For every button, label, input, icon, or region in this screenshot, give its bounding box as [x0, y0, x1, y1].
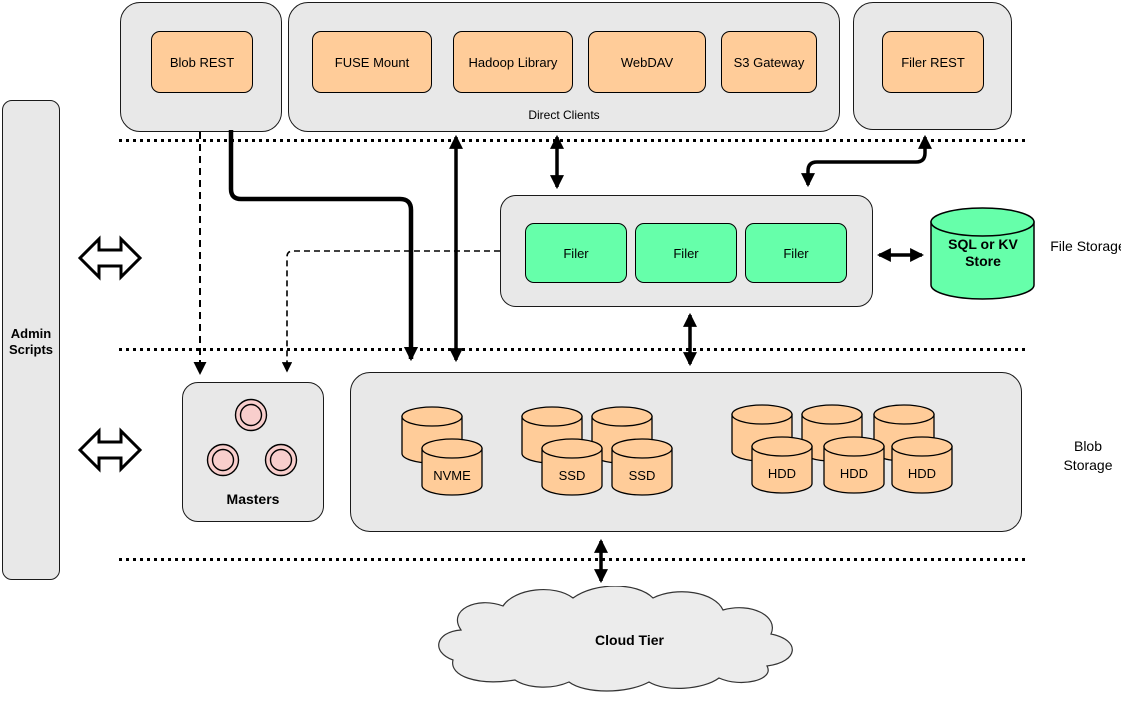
ssd-label: SSD	[558, 468, 586, 483]
hdd-label: HDD	[839, 466, 869, 481]
admin-scripts-label: Admin Scripts	[8, 326, 54, 357]
file-storage-annotation: File Storage	[1050, 238, 1121, 254]
filer-label: Filer	[783, 245, 809, 261]
filer-cluster-group: Filer Filer Filer	[500, 195, 873, 307]
separator-clients-file-storage	[119, 139, 1028, 142]
connector-filer-masters-dashed	[281, 250, 500, 373]
filer-rest-node: Filer REST	[882, 31, 984, 93]
hadoop-library-label: Hadoop Library	[468, 54, 558, 70]
filer-rest-group: Filer REST	[853, 2, 1012, 130]
cloud-icon	[438, 585, 793, 692]
filer-label: Filer	[673, 245, 699, 261]
connector-blobrest-blobstorage	[228, 130, 419, 362]
nvme-label: NVME	[433, 468, 471, 483]
sql-kv-store-node: SQL or KV Store	[930, 207, 1035, 300]
hdd-cylinder: HDD	[751, 436, 813, 494]
blob-rest-label: Blob REST	[169, 54, 235, 70]
ssd-cylinder: SSD	[611, 438, 673, 496]
hadoop-library-node: Hadoop Library	[453, 31, 573, 93]
fuse-mount-node: FUSE Mount	[312, 31, 432, 93]
nvme-cylinder: NVME	[421, 438, 483, 496]
blob-rest-node: Blob REST	[151, 31, 253, 93]
sql-kv-store-label: SQL or KV Store	[948, 236, 1018, 269]
ssd-label: SSD	[628, 468, 656, 483]
filer-label: Filer	[563, 245, 589, 261]
hdd-label: HDD	[907, 466, 937, 481]
direct-clients-label: Direct Clients	[528, 108, 600, 122]
fuse-mount-label: FUSE Mount	[334, 54, 410, 70]
separator-file-blob-storage	[119, 348, 1028, 351]
blob-storage-annotation: Blob Storage	[1063, 438, 1113, 473]
admin-scripts-box: Admin Scripts	[2, 100, 60, 580]
cloud-tier-label: Cloud Tier	[595, 632, 664, 648]
webdav-node: WebDAV	[588, 31, 706, 93]
hdd-cylinder: HDD	[823, 436, 885, 494]
webdav-label: WebDAV	[620, 54, 674, 70]
s3-gateway-label: S3 Gateway	[733, 54, 805, 70]
database-cylinder-icon	[930, 207, 1035, 300]
blob-storage-group: NVME SSD SSD HDD HDD HDD	[350, 372, 1022, 532]
hdd-label: HDD	[767, 466, 797, 481]
filer-node: Filer	[635, 223, 737, 283]
admin-blob-storage-arrow-icon	[77, 427, 143, 473]
direct-clients-group: FUSE Mount Hadoop Library WebDAV S3 Gate…	[288, 2, 840, 132]
s3-gateway-node: S3 Gateway	[721, 31, 817, 93]
admin-file-storage-arrow-icon	[77, 235, 143, 281]
masters-label: Masters	[226, 491, 280, 507]
separator-blob-cloud	[119, 558, 1028, 561]
cloud-tier-node: Cloud Tier	[437, 585, 822, 692]
filer-rest-label: Filer REST	[901, 54, 965, 70]
connector-filerrest-filer	[801, 134, 932, 188]
masters-group: Masters	[182, 382, 324, 522]
blob-rest-group: Blob REST	[120, 2, 282, 132]
filer-node: Filer	[525, 223, 627, 283]
ssd-cylinder: SSD	[541, 438, 603, 496]
hdd-cylinder: HDD	[891, 436, 953, 494]
filer-node: Filer	[745, 223, 847, 283]
